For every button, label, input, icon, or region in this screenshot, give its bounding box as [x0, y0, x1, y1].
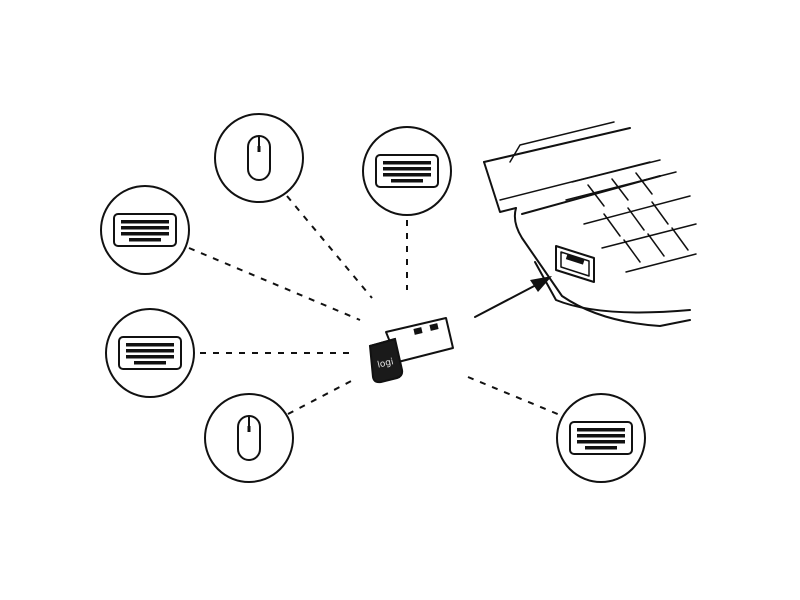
keyboard-keys — [577, 428, 625, 450]
connection-line-mouse-lower-left — [287, 377, 358, 415]
device-circle — [214, 113, 304, 203]
keyboard-keys — [383, 161, 431, 183]
connection-line-keyboard-upper-left — [188, 247, 361, 321]
keyboard-keys — [121, 220, 169, 242]
laptop-base-side — [534, 261, 691, 314]
receiver-body — [368, 337, 404, 384]
receiver-logo: logi — [377, 357, 395, 370]
device-keyboard-middle-left — [105, 308, 195, 398]
connection-lines — [188, 195, 561, 416]
laptop-keyboard — [565, 159, 697, 273]
laptop-icon — [483, 121, 697, 327]
mouse-icon — [237, 415, 261, 461]
mouse-icon — [247, 135, 271, 181]
usb-plug-hole — [413, 327, 423, 335]
device-keyboard-lower-right — [556, 393, 646, 483]
arrow-shaft — [474, 283, 539, 318]
insert-arrow — [474, 276, 552, 318]
laptop-lid-side — [483, 161, 517, 213]
device-circle — [362, 126, 452, 216]
device-circle — [556, 393, 646, 483]
device-circle — [105, 308, 195, 398]
keyboard-icon — [569, 421, 633, 455]
arrow-head-icon — [530, 276, 552, 292]
keyboard-icon — [375, 154, 439, 188]
device-keyboard-upper-left — [100, 185, 190, 275]
laptop-base-front — [513, 207, 691, 327]
laptop-screen-edge — [509, 121, 615, 163]
device-circle — [100, 185, 190, 275]
connection-line-keyboard-lower-right — [467, 376, 561, 416]
device-circle — [204, 393, 294, 483]
keyboard-icon — [113, 213, 177, 247]
device-mouse-lower-left — [204, 393, 294, 483]
device-keyboard-top — [362, 126, 452, 216]
connection-line-mouse-top — [286, 195, 373, 299]
usb-port-icon — [555, 245, 595, 283]
usb-plug-hole — [429, 323, 439, 331]
usb-receiver: logi — [368, 317, 454, 384]
laptop-lid-top-edge — [483, 127, 631, 163]
keyboard-keys — [126, 343, 174, 365]
device-mouse-top — [214, 113, 304, 203]
keyboard-icon — [118, 336, 182, 370]
